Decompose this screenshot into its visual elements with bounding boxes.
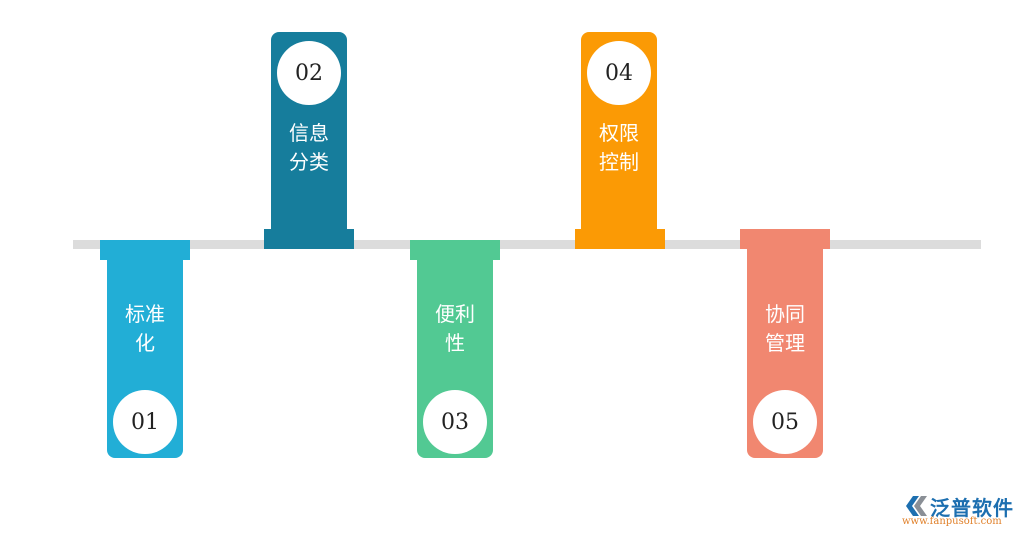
step-01-label-line2: 化 bbox=[135, 331, 155, 355]
step-03-label: 便利 性 bbox=[417, 300, 493, 358]
step-05-cap bbox=[740, 229, 830, 249]
step-03-number: 03 bbox=[423, 390, 487, 454]
step-02-number: 02 bbox=[277, 41, 341, 105]
step-03-label-line2: 性 bbox=[445, 331, 465, 355]
logo-mark-icon bbox=[906, 496, 927, 516]
step-01-label-line1: 标准 bbox=[125, 302, 165, 326]
step-01-number: 01 bbox=[113, 390, 177, 454]
step-01-label: 标准 化 bbox=[107, 300, 183, 358]
step-03-pill: 便利 性 03 bbox=[417, 240, 493, 458]
step-04-number: 04 bbox=[587, 41, 651, 105]
step-05-number: 05 bbox=[753, 390, 817, 454]
step-02-label-line1: 信息 bbox=[289, 121, 329, 145]
step-03-label-line1: 便利 bbox=[435, 302, 475, 326]
step-04-pill: 04 权限 控制 bbox=[581, 32, 657, 249]
step-05-label: 协同 管理 bbox=[747, 300, 823, 358]
brand-logo: 泛普软件 www.fanpusoft.com bbox=[902, 492, 1028, 532]
step-05-pill: 协同 管理 05 bbox=[747, 240, 823, 458]
logo-name: 泛普软件 bbox=[930, 496, 1014, 520]
step-02-cap bbox=[264, 229, 354, 249]
step-04-label-line2: 控制 bbox=[599, 150, 639, 174]
step-01-pill: 标准 化 01 bbox=[107, 240, 183, 458]
logo-url: www.fanpusoft.com bbox=[902, 516, 1002, 527]
step-02-label: 信息 分类 bbox=[271, 119, 347, 177]
step-04-label: 权限 控制 bbox=[581, 119, 657, 177]
step-02-pill: 02 信息 分类 bbox=[271, 32, 347, 249]
step-02-label-line2: 分类 bbox=[289, 150, 329, 174]
timeline-bar bbox=[73, 240, 981, 249]
step-04-label-line1: 权限 bbox=[599, 121, 639, 145]
step-04-cap bbox=[575, 229, 665, 249]
step-05-label-line2: 管理 bbox=[765, 331, 805, 355]
step-05-label-line1: 协同 bbox=[765, 302, 805, 326]
